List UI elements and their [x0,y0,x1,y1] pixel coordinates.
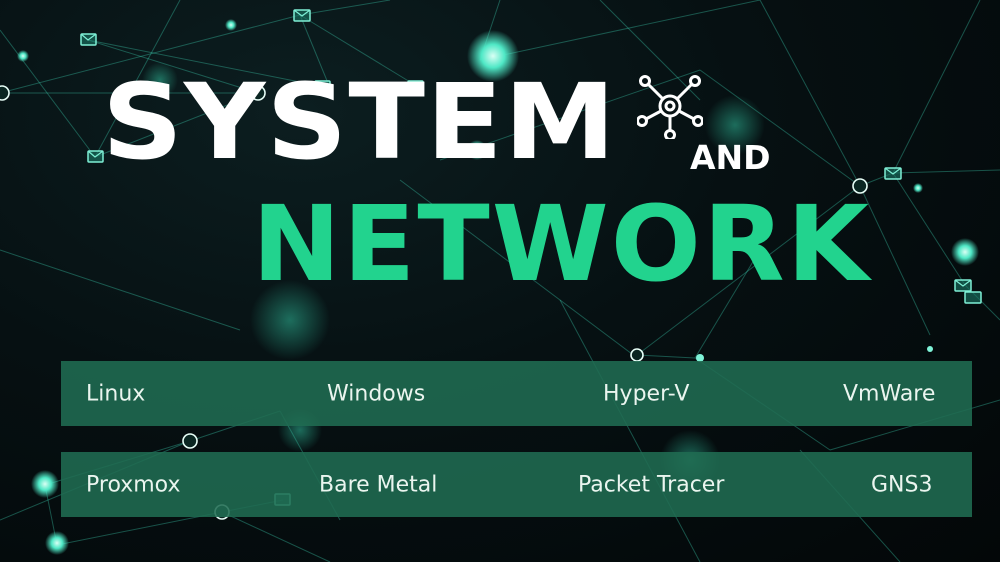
topic-linux[interactable]: Linux [86,381,146,406]
topic-vmware[interactable]: VmWare [843,381,936,406]
topic-gns3[interactable]: GNS3 [871,472,933,497]
title-and: AND [690,138,771,177]
topic-windows[interactable]: Windows [327,381,426,406]
topic-bare-metal[interactable]: Bare Metal [319,472,438,497]
topic-proxmox[interactable]: Proxmox [86,472,181,497]
topic-packet-tracer[interactable]: Packet Tracer [578,472,725,497]
topics-row-1: Linux Windows Hyper-V VmWare [61,361,972,426]
topic-hyper-v[interactable]: Hyper-V [603,381,690,406]
topics-row-2: Proxmox Bare Metal Packet Tracer GNS3 [61,452,972,517]
network-hub-icon [637,75,703,139]
title-network: NETWORK [252,183,871,305]
title-system: SYSTEM [102,61,617,183]
